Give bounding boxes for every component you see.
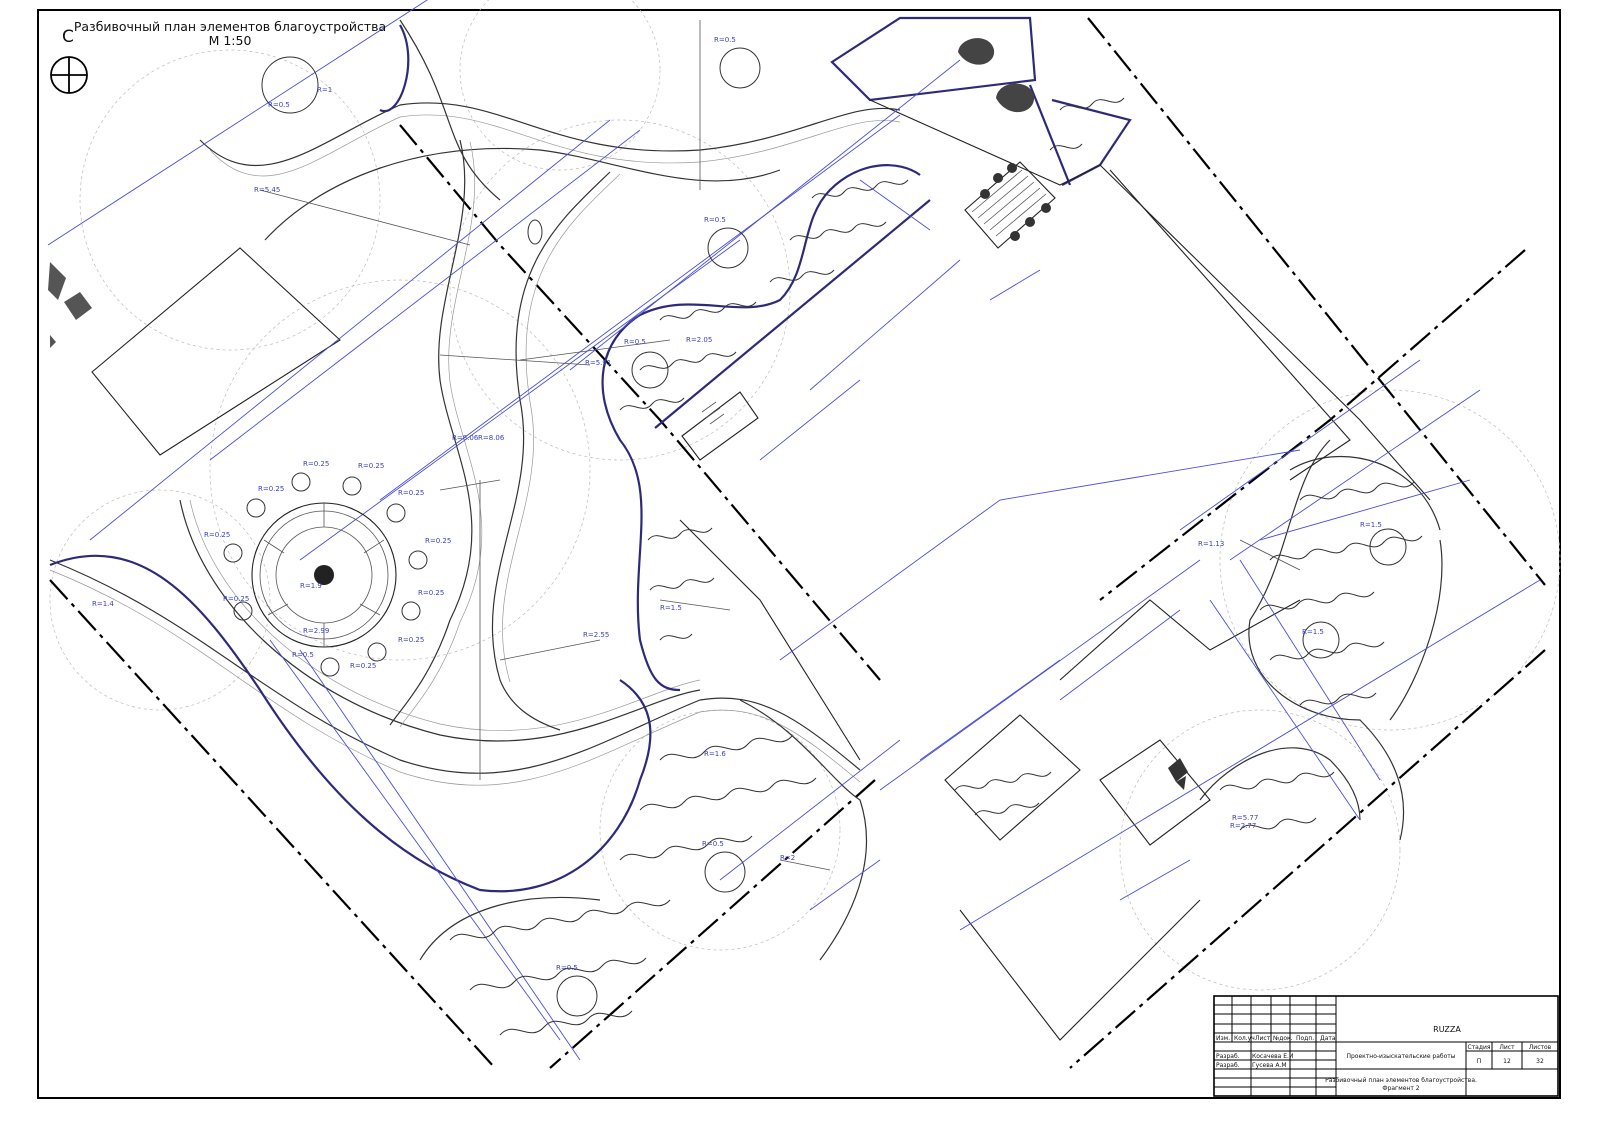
radius-label: R=0.25 bbox=[425, 537, 451, 545]
tb-header-cell: Лист bbox=[1255, 1035, 1271, 1042]
radius-leaders bbox=[259, 20, 1301, 871]
tb-sheet-header: Лист bbox=[1499, 1044, 1515, 1051]
radius-label: R=0.25 bbox=[398, 489, 424, 497]
radius-label: R=0.25 bbox=[204, 531, 230, 539]
north-arrow: С bbox=[50, 27, 88, 94]
radius-label: R=0.5 bbox=[268, 101, 290, 109]
sandpit bbox=[1099, 739, 1211, 846]
radius-label: R=2.55 bbox=[583, 631, 609, 639]
bench-pad bbox=[681, 391, 759, 461]
radius-label: R=2 bbox=[780, 854, 795, 862]
lounge-chair-icon bbox=[996, 83, 1035, 113]
radius-label: R=0.25 bbox=[223, 595, 249, 603]
tb-sheet-name-2: Фрагмент 2 bbox=[1382, 1085, 1419, 1092]
radius-label: R=8.06 bbox=[452, 434, 479, 442]
radius-label: R=0.5 bbox=[702, 840, 724, 848]
radius-label: R=5.91 bbox=[585, 359, 611, 367]
drawing-title: Разбивочный план элементов благоустройст… bbox=[74, 19, 386, 34]
radius-label: R=1.6 bbox=[704, 750, 726, 758]
radius-label: R=1.13 bbox=[1198, 540, 1224, 548]
radius-label: R=0.5 bbox=[292, 651, 314, 659]
drawing-scale: М 1:50 bbox=[209, 33, 252, 48]
tb-stage-header: Стадия bbox=[1467, 1044, 1490, 1051]
tb-project: RUZZA bbox=[1433, 1025, 1461, 1034]
tb-work-type: Проектно-изыскательские работы bbox=[1346, 1053, 1455, 1060]
radius-label: R=1.4 bbox=[92, 600, 114, 608]
tb-header-cell: Подп. bbox=[1296, 1035, 1314, 1042]
radius-label: R=1.5 bbox=[660, 604, 682, 612]
radius-label: R=5.77 bbox=[1232, 814, 1258, 822]
tb-sheets-header: Листов bbox=[1529, 1044, 1552, 1051]
lounge-chair-icon bbox=[958, 38, 995, 65]
tb-name: Косачева Е.И bbox=[1252, 1053, 1293, 1060]
radius-label: R=1 bbox=[317, 86, 332, 94]
radius-label: R=2.99 bbox=[303, 627, 329, 635]
tb-sheet-name: Разбивочный план элементов благоустройст… bbox=[1325, 1077, 1477, 1084]
play-area-tiles-frame bbox=[944, 714, 1081, 841]
radius-label: R=0.25 bbox=[418, 589, 444, 597]
radius-label: R=1.5 bbox=[1302, 628, 1324, 636]
radius-label: R=0.25 bbox=[350, 662, 376, 670]
tb-role: Разраб. bbox=[1216, 1062, 1240, 1069]
radius-label: R=0.5 bbox=[704, 216, 726, 224]
trees bbox=[223, 47, 1407, 1017]
radius-label: R=1.9 bbox=[300, 582, 322, 590]
radius-label: R=0.25 bbox=[358, 462, 384, 470]
tb-header-cell: №док. bbox=[1273, 1035, 1293, 1042]
tb-name: Гусева А.М bbox=[1252, 1062, 1287, 1069]
tb-header-cell: Кол.уч bbox=[1234, 1035, 1255, 1042]
radius-label: R=0.5 bbox=[624, 338, 646, 346]
tb-stage: П bbox=[1477, 1058, 1482, 1065]
radius-label: R=0.25 bbox=[398, 636, 424, 644]
table-platform bbox=[964, 161, 1056, 249]
radius-label: R=2.77 bbox=[1230, 822, 1256, 830]
furniture bbox=[48, 38, 1188, 790]
north-letter: С bbox=[62, 27, 74, 47]
tb-sheets: 32 bbox=[1536, 1058, 1544, 1065]
radius-label: R=0.5 bbox=[556, 964, 578, 972]
structures bbox=[91, 99, 1431, 1041]
radius-label: R=0.25 bbox=[258, 485, 284, 493]
tb-role: Разраб. bbox=[1216, 1053, 1240, 1060]
plot-boundary bbox=[49, 17, 1546, 1069]
radius-label: R=0.25 bbox=[303, 460, 329, 468]
sheet-frame bbox=[37, 9, 1561, 1099]
title-block: Изм. Кол.уч Лист №док. Подп. Дата Разраб… bbox=[1213, 995, 1559, 1097]
dimension-lines bbox=[47, 0, 1541, 1061]
radius-label: R=0.5 bbox=[714, 36, 736, 44]
radius-annotations: R=1 R=0.25 R=0.25 R=0.25 R=0.25 R=0.25 R… bbox=[92, 36, 1382, 972]
tb-header-cell: Дата bbox=[1320, 1035, 1336, 1042]
fountain bbox=[251, 502, 397, 648]
planting-bed-outlines bbox=[49, 16, 1132, 893]
paving-tiles bbox=[449, 97, 1423, 1036]
radius-label: R=1.5 bbox=[1360, 521, 1382, 529]
radius-label: R=2.05 bbox=[686, 336, 712, 344]
lawn-rectangle bbox=[91, 247, 341, 456]
radius-label: R=5.45 bbox=[254, 186, 280, 194]
tb-header-cell: Изм. bbox=[1216, 1035, 1230, 1042]
tb-sheet: 12 bbox=[1503, 1058, 1511, 1065]
radius-label: R=8.06 bbox=[478, 434, 505, 442]
